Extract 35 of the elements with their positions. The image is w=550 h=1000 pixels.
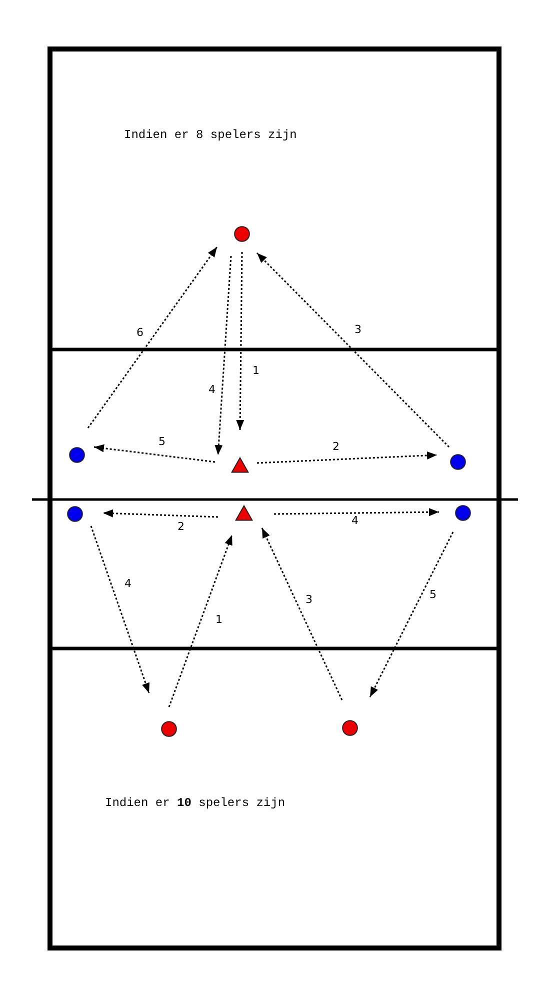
edge-label: 2 — [176, 521, 186, 533]
pass-arrow — [256, 252, 450, 448]
edge-label: 4 — [350, 515, 360, 527]
edge-label: 3 — [304, 594, 314, 606]
player-circle — [450, 454, 466, 470]
edge-label: 4 — [124, 578, 132, 590]
pass-arrow — [261, 528, 343, 700]
triangle-marker — [231, 457, 249, 473]
pass-arrow — [102, 509, 218, 518]
pass-arrow — [256, 451, 438, 464]
player-circle — [69, 447, 85, 463]
pass-arrow — [214, 256, 232, 456]
player-circle — [161, 721, 177, 737]
note-text: Indien er 10 spelers zijn — [105, 796, 286, 810]
edge-label: 1 — [252, 365, 260, 377]
edge-label: 2 — [332, 441, 340, 453]
edge-label: 3 — [354, 324, 362, 336]
edge-label: 4 — [208, 384, 216, 396]
pass-arrow — [94, 444, 216, 463]
note-text: Indien er 8 spelers zijn — [124, 128, 297, 142]
edge-label: 5 — [428, 589, 438, 601]
pass-arrow — [87, 246, 218, 428]
edge-label: 5 — [158, 436, 166, 448]
player-circle — [455, 505, 471, 521]
pass-arrow — [274, 508, 439, 516]
pass-arrow — [236, 252, 244, 430]
player-circle — [342, 720, 358, 736]
player-circle — [234, 226, 250, 242]
pass-arrow — [90, 526, 150, 694]
edge-label: 6 — [136, 327, 144, 339]
player-circle — [67, 506, 83, 522]
triangle-marker — [235, 505, 253, 521]
pass-arrow — [168, 534, 233, 708]
pass-arrow — [369, 532, 454, 698]
edge-label: 1 — [214, 614, 224, 626]
